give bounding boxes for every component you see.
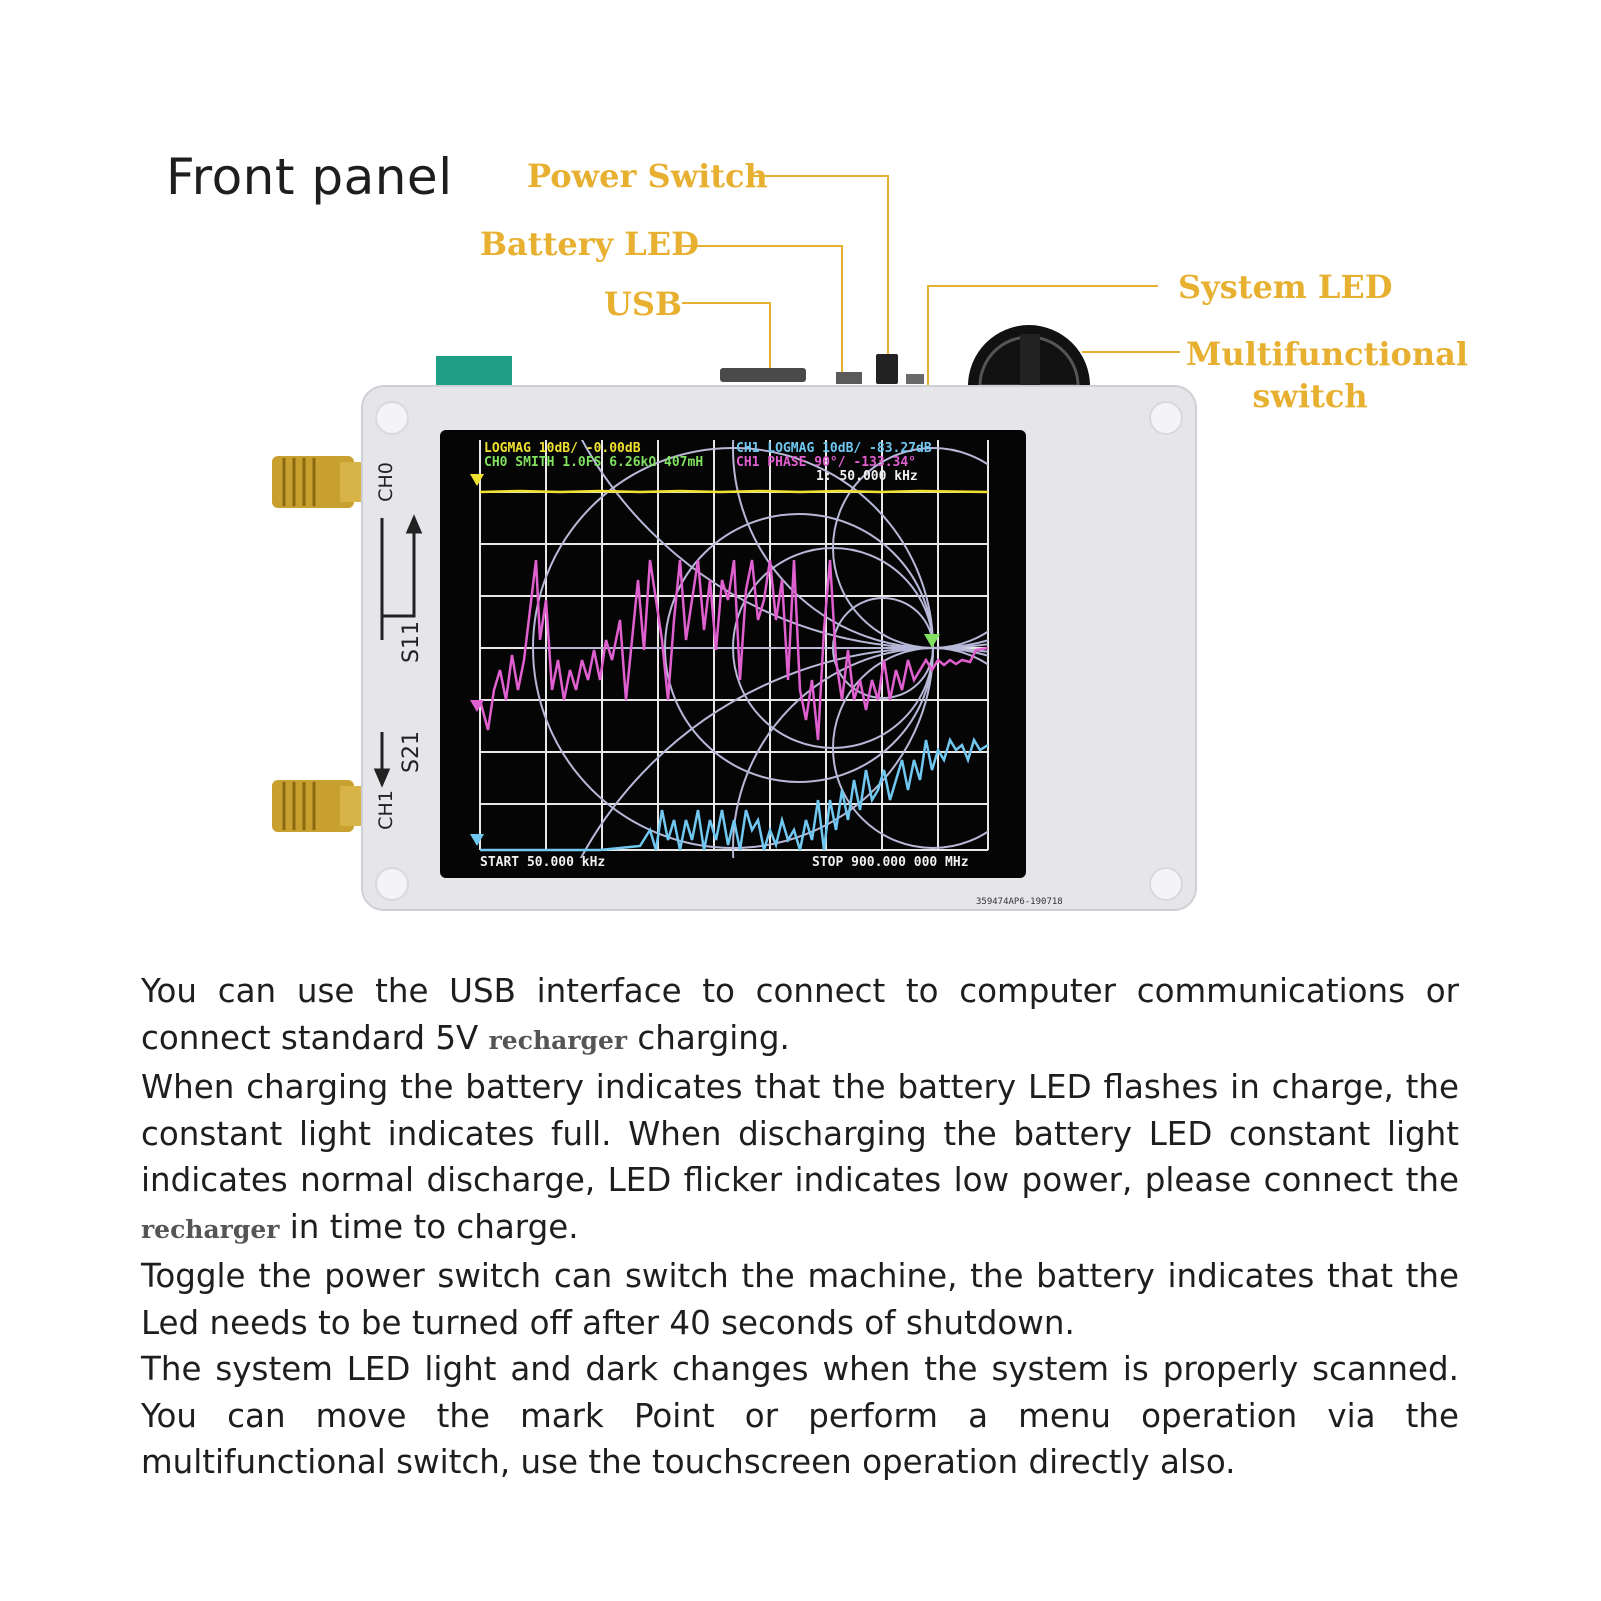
sma-connector-ch0 — [272, 456, 370, 508]
system-led-housing — [906, 374, 924, 384]
trace-cyan — [480, 736, 988, 852]
label-s11: S11 — [399, 621, 424, 663]
callout-power-switch: Power Switch — [527, 157, 768, 195]
screen-line1-a: LOGMAG 10dB/ -0.00dB — [484, 441, 641, 456]
leader-power-switch — [750, 175, 889, 360]
marker-yellow — [470, 474, 484, 486]
callout-system-led: System LED — [1178, 268, 1393, 306]
p1-text-b: charging. — [637, 1018, 790, 1057]
signal-path-diagram — [373, 514, 423, 788]
case-screws — [375, 401, 1183, 901]
leader-usb — [682, 302, 771, 372]
screen-start: START 50.000 kHz — [480, 855, 605, 870]
power-switch-knob — [876, 354, 898, 384]
screen-line2-a: CH0 SMITH 1.0FS 6.26kΩ 407mH — [484, 455, 703, 470]
sma-connector-ch1 — [272, 780, 370, 832]
multifunction-wheel — [968, 325, 1090, 388]
screen-line2-b: CH1 PHASE 90°/ -133.34° — [736, 455, 916, 470]
battery-led-housing — [836, 372, 862, 384]
p2-text-b: in time to charge. — [289, 1207, 579, 1246]
serial-label: 359474AP6-190718 — [976, 897, 1063, 907]
smith-chart — [532, 440, 988, 858]
port-label-ch1: CH1 — [375, 790, 397, 830]
callout-multifunctional-line2: switch — [1252, 377, 1368, 415]
paragraph-battery: When charging the battery indicates that… — [141, 1064, 1459, 1253]
p2-text-a: When charging the battery indicates that… — [141, 1068, 1459, 1199]
callout-battery-led: Battery LED — [480, 225, 699, 263]
marker-cyan — [470, 834, 484, 846]
port-label-ch0: CH0 — [375, 462, 397, 502]
usb-port — [720, 368, 806, 382]
callout-usb: USB — [604, 285, 683, 323]
screen-line1-b: CH1 LOGMAG 10dB/ -83.27dB — [736, 441, 932, 456]
green-tab — [436, 356, 512, 386]
description-text: You can use the USB interface to connect… — [141, 968, 1459, 1486]
p1-text-a: You can use the USB interface to connect… — [141, 972, 1459, 1057]
callout-multifunctional: Multifunctional switch — [1186, 333, 1468, 417]
screen-stop: STOP 900.000 000 MHz — [812, 855, 969, 870]
leader-system-led — [927, 285, 1158, 385]
trace-magenta — [478, 559, 988, 741]
p1-recharger: recharger — [488, 1025, 628, 1055]
paragraph-power: Toggle the power switch can switch the m… — [141, 1257, 1459, 1342]
callout-multifunctional-line1: Multifunctional — [1186, 335, 1468, 373]
device-illustration: CH0 CH1 S11 S21 — [272, 175, 1197, 911]
marker-magenta — [470, 700, 484, 712]
page-title: Front panel — [166, 148, 453, 206]
screen-markers — [470, 474, 940, 846]
p2-recharger: recharger — [141, 1214, 280, 1244]
leader-battery-led — [682, 245, 843, 378]
leader-lines — [682, 175, 1180, 385]
marker-green — [924, 634, 940, 648]
paragraph-system-led: The system LED light and dark changes wh… — [141, 1350, 1459, 1481]
label-s21: S21 — [399, 731, 424, 773]
screen-marker-readout: 1: 50.000 kHz — [816, 469, 918, 484]
trace-yellow — [479, 489, 988, 494]
paragraph-usb: You can use the USB interface to connect… — [141, 968, 1459, 1064]
